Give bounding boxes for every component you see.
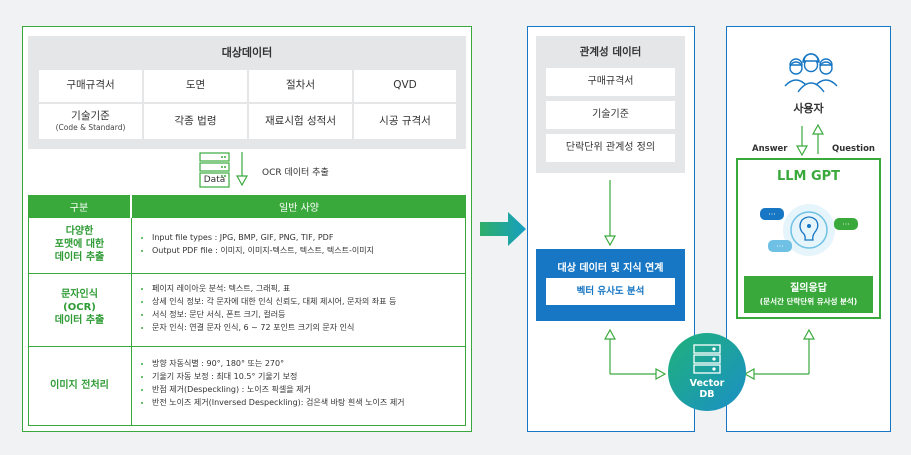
spec-item: 기울기 자동 보정 : 최대 10.5° 기울기 보정: [152, 370, 405, 383]
row-divider: [28, 346, 466, 347]
question-label: Question: [832, 144, 875, 154]
target-cell-laws: 각종 법령: [144, 104, 247, 139]
target-cell-construction-spec: 시공 규격서: [354, 104, 456, 139]
svg-text:···: ···: [842, 220, 850, 229]
spec-table-body: [28, 218, 466, 426]
target-cell-material-test: 재료시험 성적서: [249, 104, 352, 139]
answer-arrow-icon: [795, 126, 809, 157]
spec-row-3-category: 이미지 전처리: [50, 380, 109, 391]
target-data-title: 대상데이터: [221, 46, 273, 59]
relation-item: 기술기준: [546, 101, 675, 129]
col-divider: [131, 218, 132, 426]
svg-text:···: ···: [776, 242, 784, 251]
data-server-icon: [199, 152, 230, 188]
vector-similarity-button[interactable]: 벡터 유사도 분석: [546, 278, 675, 305]
database-icon: [693, 344, 721, 374]
spec-item: 반전 노이즈 제거(Inversed Despeckling): 검은색 바탕 …: [152, 396, 405, 409]
qa-box: [744, 276, 873, 313]
svg-text:···: ···: [768, 210, 776, 219]
spec-item: 서식 정보: 문단 서식, 폰트 크기, 컬러등: [152, 308, 396, 321]
question-arrow-icon: [811, 123, 825, 154]
target-cell-tech-standard: 기술기준 (Code & Standard): [39, 104, 142, 139]
ocr-label: OCR 데이터 추출: [262, 168, 329, 178]
qa-title: 질의응답: [790, 283, 827, 294]
spec-row-2-items: 페이지 레이아웃 분석: 텍스트, 그래픽, 표 상세 인식 정보: 각 문자에…: [140, 282, 396, 334]
vector-db-node: [668, 333, 746, 411]
ocr-arrow-icon: [235, 152, 249, 187]
tech-standard-label: 기술기준: [71, 110, 110, 123]
target-cell-procedure: 절차서: [249, 70, 352, 102]
target-cell-purchase-spec: 구매규격서: [39, 70, 142, 102]
spec-row-1-items: Input file types : JPG, BMP, GIF, PNG, T…: [140, 231, 374, 257]
spec-row-3-items: 방향 자동식별 : 90°, 180° 또는 270° 기울기 자동 보정 : …: [140, 357, 405, 409]
answer-label: Answer: [752, 144, 788, 154]
ai-brain-icon: ··· ··· ···: [758, 196, 860, 264]
spec-item: 방향 자동식별 : 90°, 180° 또는 270°: [152, 357, 405, 370]
row-divider: [28, 273, 466, 274]
data-icon-label: Data: [203, 175, 226, 185]
target-cell-qvd: QVD: [354, 70, 456, 102]
flow-arrow-icon: [480, 212, 526, 246]
spec-header-category: 구분: [28, 195, 130, 218]
spec-item: 상세 인식 정보: 각 문자에 대한 인식 신뢰도, 대체 제시어, 문자의 좌…: [152, 295, 396, 308]
tech-standard-sub: (Code & Standard): [55, 123, 126, 133]
relation-item: 구매규격서: [546, 68, 675, 96]
target-cell-drawing: 도면: [144, 70, 247, 102]
spec-item: 반점 제거(Despeckling) : 노이즈 픽셀을 제거: [152, 383, 405, 396]
spec-header-spec: 일반 사양: [132, 195, 466, 218]
spec-item: 페이지 레이아웃 분석: 텍스트, 그래픽, 표: [152, 282, 396, 295]
spec-row-1-category: 다양한 포맷에 대한 데이터 추출: [54, 226, 105, 263]
spec-item: 문자 인식: 연결 문자 인식, 6 ~ 72 포인트 크기의 문자 인식: [152, 321, 396, 334]
relation-data-title: 관계성 데이터: [579, 46, 642, 58]
vector-db-label: Vector DB: [689, 378, 725, 401]
knowledge-title: 대상 데이터 및 지식 연계: [557, 263, 664, 274]
user-label: 사용자: [793, 102, 824, 115]
relation-item: 단락단위 관계성 정의: [546, 134, 675, 162]
spec-item: Input file types : JPG, BMP, GIF, PNG, T…: [152, 231, 374, 244]
spec-item: Output PDF file : 이미지, 이미지-텍스트, 텍스트, 텍스트…: [152, 244, 374, 257]
llm-title: LLM GPT: [776, 169, 841, 184]
users-icon: [780, 48, 842, 94]
qa-sub: (문서간 단락단위 유사성 분석): [759, 297, 858, 306]
spec-row-2-category: 문자인식 (OCR) 데이터 추출: [54, 289, 105, 326]
